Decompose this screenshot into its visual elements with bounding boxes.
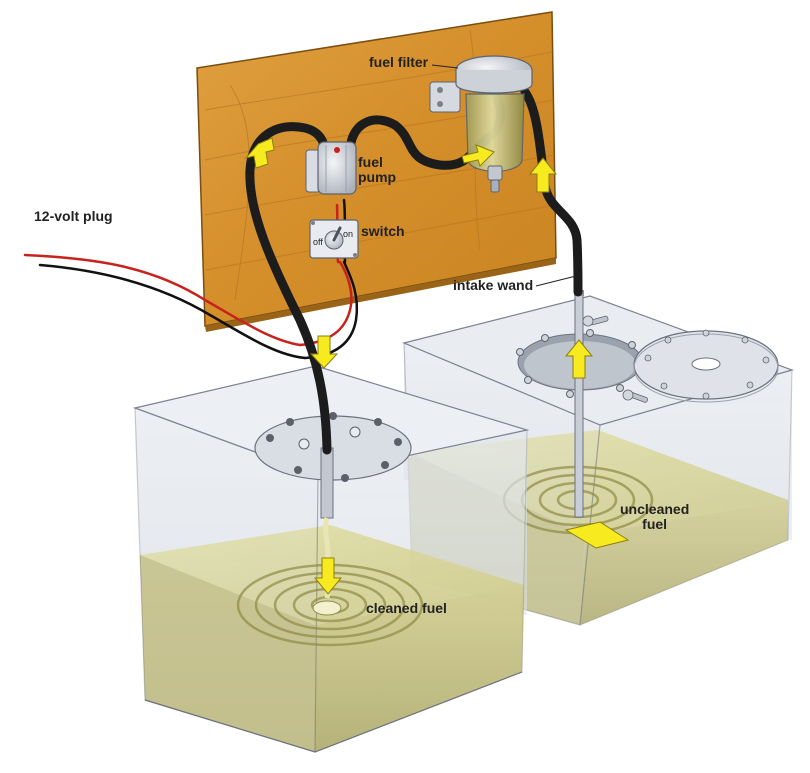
arrow-up-icon (528, 157, 558, 193)
arrow-left-icon (244, 137, 275, 169)
plug-label: 12-volt plug (34, 208, 113, 224)
filter-label: fuel filter (369, 54, 429, 70)
loose-bolt-icon (582, 315, 609, 327)
intake-wand-leader (535, 275, 577, 287)
arrow-right-icon (461, 144, 495, 167)
switch-on-label: on (343, 229, 354, 239)
flow-arrows (244, 137, 594, 595)
arrow-up-icon (564, 339, 594, 379)
pump-label: fuel pump (358, 155, 396, 185)
fuel-filter-leader (431, 64, 459, 69)
switch-off-label: off (313, 237, 323, 247)
fuel-pump-icon (305, 141, 357, 195)
loose-bolt-icon (622, 389, 648, 403)
pump-label-line1: fuel (358, 154, 383, 170)
arrow-down-icon (309, 335, 339, 369)
uncleaned-label: uncleaned fuel (620, 502, 689, 532)
uncleaned-label-line2: fuel (642, 516, 668, 532)
switch-label: switch (361, 223, 405, 239)
uncleaned-label-line1: uncleaned (620, 501, 690, 517)
cleaned-label: cleaned fuel (366, 600, 447, 616)
intake-label: intake wand (453, 277, 534, 293)
tank-cover-plate (633, 329, 779, 403)
toggle-switch-icon (309, 219, 359, 259)
arrow-down-icon (313, 557, 343, 595)
pump-label-line2: pump (358, 169, 397, 185)
